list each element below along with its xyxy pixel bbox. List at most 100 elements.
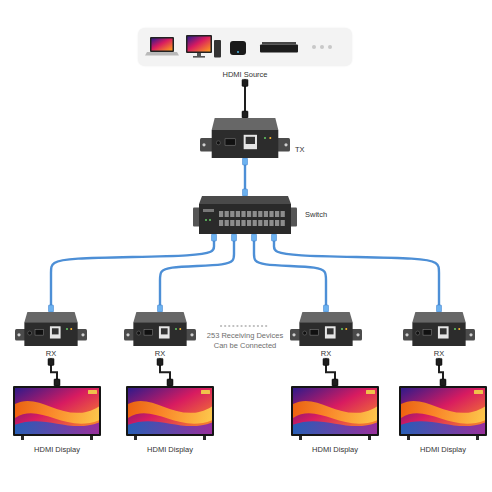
rj45-socket [440,328,447,334]
monitor-frame [186,35,212,53]
switch-port [225,211,229,217]
status-led [269,137,271,139]
cable-plugs [242,79,248,118]
hdmi-port [225,139,236,145]
device-front [133,322,186,346]
screen-wave [401,401,485,424]
ellipsis-dots [221,325,269,327]
laptop-screen [150,37,174,52]
4k-badge [201,390,210,394]
switch-port [281,220,285,226]
hdmi-port [423,330,432,335]
power-jack [416,331,420,335]
player-top [262,42,296,45]
hdmi-plug [167,379,173,386]
display-illustration [126,386,214,440]
display-picture [399,386,487,440]
display-illustration [399,386,487,440]
mounting-ear [193,207,200,226]
display-picture [126,386,214,440]
hdmi-display: HDMI Display [399,386,487,454]
rj45-socket [52,328,59,334]
lan-cable [51,234,214,312]
device-label: Switch [305,210,327,219]
status-led [209,219,211,221]
rj45-plug [212,234,217,241]
rx-illustration [403,312,475,346]
device-front [212,130,279,158]
device-front [412,322,465,346]
rj45-plug [272,234,277,241]
hdmi-plug [157,358,163,365]
screw-hole [17,333,20,336]
rx-illustration [124,312,196,346]
hdmi-plug [242,111,248,118]
switch-illustration [193,196,297,234]
rx-illustration [15,312,87,346]
hdmi-plug [242,79,248,86]
laptop-display [152,39,173,51]
display-foot [407,436,410,440]
screen-wave [293,401,377,424]
switch-port [281,211,285,217]
screen-wave [293,421,377,434]
cable-plugs [272,234,442,312]
display-screen [15,388,99,434]
display-foot [21,436,24,440]
hdmi-plug [436,358,442,365]
device-label: HDMI Display [34,445,80,454]
rj45-plug [243,158,248,165]
screen-wave [15,401,99,424]
device-label: RX [321,349,331,358]
hdmi-plug [440,379,446,386]
device-label: TX [295,145,305,154]
rj45-port [325,326,336,338]
power-jack [216,141,220,145]
display-picture [13,386,101,440]
cable-plugs [49,234,217,312]
display-screen [401,388,485,434]
display-screen [128,388,212,434]
switch-port [247,211,251,217]
rx-extender: RX [124,312,196,358]
hdmi-plug [48,358,54,365]
switch-port [241,220,245,226]
screw-hole [292,333,295,336]
lan-cable [274,234,439,312]
device-label: RX [155,349,165,358]
switch-port [219,220,223,226]
capacity-note: 253 Receiving Devices Can be Connected [202,331,288,351]
display-foot [368,436,371,440]
device-label: HDMI Display [312,445,358,454]
switch-port [264,211,268,217]
status-led [454,328,456,330]
screw-hole [190,333,193,336]
monitor-foot [193,56,205,58]
status-led [66,328,68,330]
switch-port [236,211,240,217]
switch-port [230,211,234,217]
screw-hole [284,143,287,146]
status-led [264,137,266,139]
lan-cable [160,234,234,312]
cable-plugs [323,358,338,386]
source-picture [138,28,352,66]
monitor-stand [197,53,201,56]
cable-plugs [158,234,237,312]
screen-wave [128,421,212,434]
switch-port [230,220,234,226]
switch-port [258,220,262,226]
rj45-port [244,135,257,149]
display-illustration [291,386,379,440]
rx-extender: RX [403,312,475,358]
more-dots [320,45,324,49]
device-top [299,312,352,322]
rj45-plug [243,189,248,196]
display-picture [291,386,379,440]
4k-badge [474,390,483,394]
mounting-ear [290,207,297,226]
hdmi-plug [332,379,338,386]
rj45-port [50,326,61,338]
laptop-base [145,52,179,56]
